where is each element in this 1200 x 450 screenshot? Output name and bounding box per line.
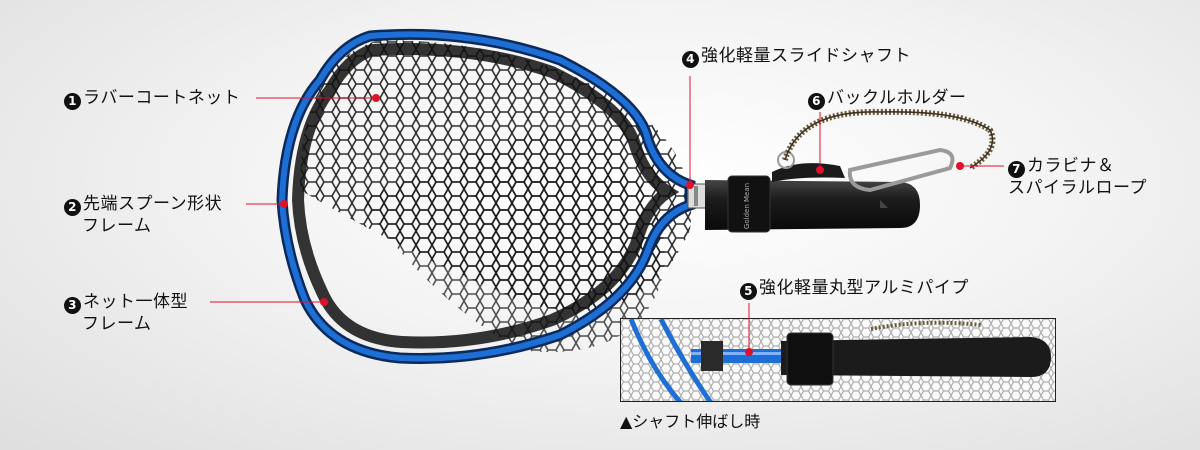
label-number: 3: [64, 297, 81, 314]
svg-text:Golden Mean: Golden Mean: [743, 183, 751, 229]
label-number: 4: [682, 51, 699, 68]
label-number: 7: [1008, 161, 1025, 178]
label-number: 1: [64, 93, 81, 110]
extended-shaft-inset: [620, 318, 1056, 402]
label-number: 2: [64, 199, 81, 216]
grip: Golden Mean: [705, 175, 920, 233]
inset-caption: ▲シャフト伸ばし時: [620, 412, 761, 431]
label-number: 5: [740, 283, 757, 300]
spiral-rope-icon: [782, 108, 996, 171]
buckle-holder: [772, 151, 845, 182]
rubber-coat-net: [300, 40, 692, 352]
label-number: 6: [808, 93, 825, 110]
net-frame: [276, 28, 696, 364]
carabiner-icon: [847, 147, 955, 193]
